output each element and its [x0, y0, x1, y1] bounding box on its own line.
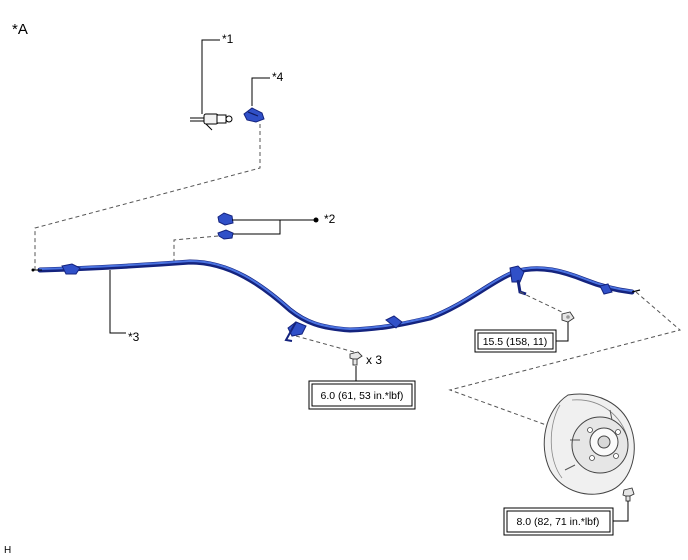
torque-box-6: 6.0 (61, 53 in.*lbf) [308, 380, 416, 410]
part-3-leader-line [109, 270, 126, 334]
guide-line-part-2 [173, 235, 219, 262]
part-4-leader-line [251, 77, 270, 106]
torque-15-leader-line [556, 322, 569, 342]
torque-box-8: 8.0 (82, 71 in.*lbf) [503, 507, 614, 536]
part-3-callout: *3 [128, 330, 140, 344]
part-2-callout: *2 [324, 212, 336, 226]
bolt-x3-icon [349, 351, 363, 366]
part-2-bracket [232, 219, 281, 235]
bolt-quantity-label: x 3 [366, 353, 382, 367]
part-3-cable [31, 259, 641, 342]
bolt-8-icon [622, 487, 635, 502]
part-2-leader-dot [313, 217, 319, 223]
part-1-leader-line [201, 39, 220, 114]
part-1-callout: *1 [222, 32, 234, 46]
torque-8-leader-line [613, 501, 629, 522]
view-label: *A [12, 21, 28, 38]
guide-line-part-4 [34, 124, 261, 270]
part-2-clamps [217, 212, 234, 240]
part-4-clip [243, 107, 265, 123]
torque-value-15: 15.5 (158, 11) [483, 336, 548, 348]
torque-value-6: 6.0 (61, 53 in.*lbf) [321, 390, 404, 402]
torque-box-15: 15.5 (158, 11) [474, 329, 557, 353]
part-4-callout: *4 [272, 70, 284, 84]
guide-line-backing-plate [448, 291, 682, 431]
part-1-cable-end [190, 113, 233, 131]
bolt-15-icon [561, 311, 575, 323]
backing-plate [543, 393, 635, 495]
torque-value-8: 8.0 (82, 71 in.*lbf) [517, 516, 600, 528]
guide-line-bolt-15 [519, 291, 567, 315]
corner-mark: H [4, 545, 11, 556]
guide-line-bolt-x3 [295, 335, 355, 353]
